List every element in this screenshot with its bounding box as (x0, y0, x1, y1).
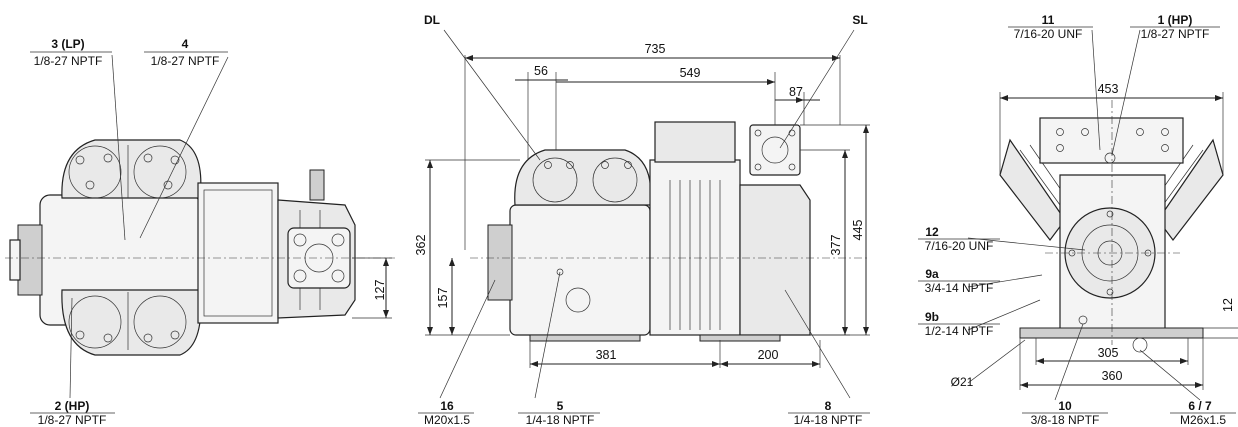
callout-1-spec: 1/8-27 NPTF (1141, 27, 1210, 41)
dim-381-200-group (529, 340, 821, 368)
leader-16 (439, 279, 496, 399)
callout-10-spec: 3/8-18 NPTF (1031, 413, 1100, 427)
dim-549: 549 (680, 66, 701, 80)
dim-445: 445 (851, 220, 865, 241)
top-view-terminal-box (197, 182, 279, 324)
callout-diameter-21: Ø21 (951, 375, 974, 389)
dim-735-group (464, 55, 841, 250)
dim-362: 362 (414, 235, 428, 256)
leader-sl (779, 29, 855, 149)
side-view-motor (649, 121, 741, 336)
dim-127-group (352, 257, 392, 319)
callout-4-number: 4 (182, 37, 189, 51)
dim-360-group (1019, 338, 1204, 390)
dim-362-group (425, 159, 520, 336)
leader-dl (443, 29, 541, 161)
callout-5-spec: 1/4-18 NPTF (526, 413, 595, 427)
leader-3 (111, 54, 126, 241)
side-view-suction-flange (749, 124, 801, 176)
dim-56: 56 (534, 64, 548, 78)
top-view: 127 3 (LP) 1/8-27 NPTF 4 1/8-27 NPTF 2 (… (5, 37, 395, 427)
dim-157: 157 (436, 288, 450, 309)
dim-56-group (515, 72, 568, 160)
callout-8-number: 8 (825, 399, 832, 413)
callout-5-number: 5 (557, 399, 564, 413)
callout-4-spec: 1/8-27 NPTF (151, 54, 220, 68)
side-view-crankcase (509, 204, 651, 336)
callout-sl: SL (852, 13, 867, 27)
dim-549-group (556, 72, 776, 125)
callout-3-number: 3 (LP) (51, 37, 84, 51)
callout-9a-number: 9a (925, 267, 939, 281)
callout-12-number: 12 (925, 225, 939, 239)
leader-2 (69, 297, 73, 399)
end-view-left-bank (999, 138, 1066, 241)
top-view-oil-pump (17, 224, 43, 296)
side-view-terminal-box (654, 121, 736, 163)
callout-9b-spec: 1/2-14 NPTF (925, 324, 994, 338)
dim-157-group (449, 258, 455, 335)
side-view-sight-glass (565, 287, 591, 313)
leader-9a (967, 274, 1043, 288)
callout-67-number: 6 / 7 (1188, 399, 1212, 413)
side-view-suction-housing (739, 184, 811, 336)
leader-12 (967, 237, 1086, 251)
callout-11-spec: 7/16-20 UNF (1014, 27, 1083, 41)
leader-1 (1111, 29, 1141, 156)
end-view-right-bank (1157, 138, 1224, 241)
leader-21 (967, 339, 1026, 384)
dim-127: 127 (373, 280, 387, 301)
dim-735: 735 (645, 42, 666, 56)
callout-3-spec: 1/8-27 NPTF (34, 54, 103, 68)
callout-16-spec: M20x1.5 (424, 413, 470, 427)
callout-11-number: 11 (1042, 13, 1055, 27)
leader-11 (1091, 29, 1101, 151)
callout-9b-number: 9b (925, 310, 939, 324)
end-view-top-cover (1039, 117, 1184, 164)
dim-377: 377 (829, 235, 843, 256)
callout-2-number: 2 (HP) (55, 399, 90, 413)
top-view-lower-heads (61, 289, 202, 356)
dim-305-group (1035, 338, 1189, 365)
dim-200: 200 (758, 348, 779, 362)
dim-445-group (800, 124, 870, 336)
dim-453: 453 (1098, 82, 1119, 96)
leader-8 (784, 289, 851, 399)
end-view: 453 305 360 12 (918, 13, 1238, 427)
callout-67-spec: M26x1.5 (1180, 413, 1226, 427)
dim-87-group (775, 92, 820, 125)
callout-dl: DL (424, 13, 440, 27)
side-view-cylinder-heads (514, 149, 652, 206)
callout-12-spec: 7/16-20 UNF (925, 239, 994, 253)
callout-8-spec: 1/4-18 NPTF (794, 413, 863, 427)
top-view-upper-heads (61, 139, 202, 199)
dim-12: 12 (1221, 298, 1235, 312)
callout-1-number: 1 (HP) (1158, 13, 1193, 27)
leader-10 (1054, 323, 1084, 401)
dim-12-group (1203, 327, 1238, 339)
callout-10-number: 10 (1058, 399, 1072, 413)
leader-9b (967, 299, 1041, 331)
end-view-base-plate (1019, 327, 1204, 339)
dim-360: 360 (1102, 369, 1123, 383)
dim-305: 305 (1098, 346, 1119, 360)
callout-16-number: 16 (440, 399, 454, 413)
leader-5 (534, 271, 561, 399)
callout-9a-spec: 3/4-14 NPTF (925, 281, 994, 295)
leader-4 (139, 56, 229, 239)
dim-87: 87 (789, 85, 803, 99)
dim-381: 381 (596, 348, 617, 362)
side-view-oil-pump (487, 224, 513, 301)
leader-67 (1139, 349, 1201, 401)
dim-453-group (999, 92, 1224, 175)
side-view: 735 56 549 87 362 (414, 13, 870, 427)
callout-2-spec: 1/8-27 NPTF (38, 413, 107, 427)
